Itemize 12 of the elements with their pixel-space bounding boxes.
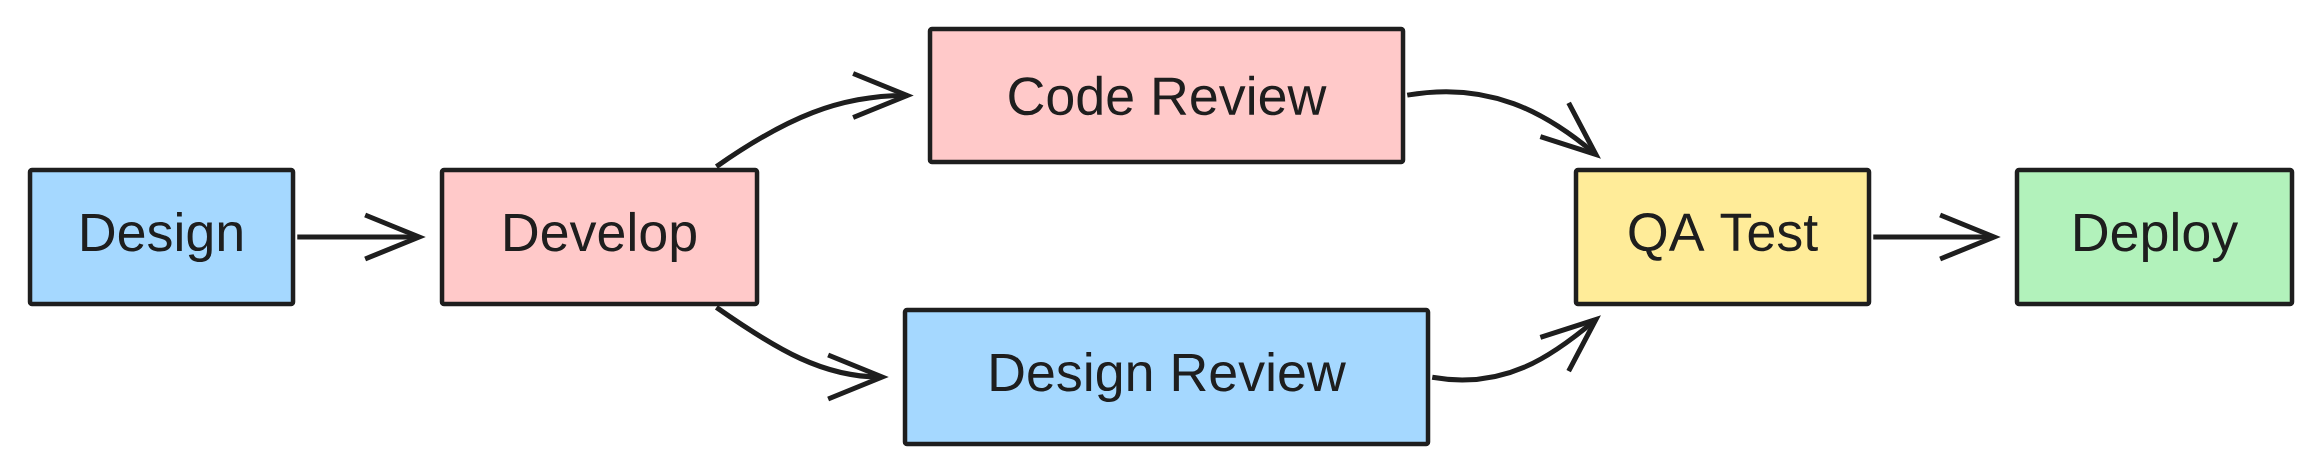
- step-box: Deploy: [2014, 167, 2295, 307]
- step-box: Code Review: [927, 26, 1406, 165]
- arrow: [1873, 212, 2001, 262]
- arrow: [1406, 89, 1601, 159]
- step-box: Design Review: [902, 307, 1431, 447]
- arrow: [715, 305, 889, 402]
- arrow: [715, 71, 914, 169]
- arrow: [297, 212, 426, 262]
- step-box: Design: [27, 167, 296, 307]
- step-box: QA Test: [1573, 167, 1872, 307]
- step-box: Develop: [439, 167, 760, 307]
- arrow: [1431, 315, 1601, 383]
